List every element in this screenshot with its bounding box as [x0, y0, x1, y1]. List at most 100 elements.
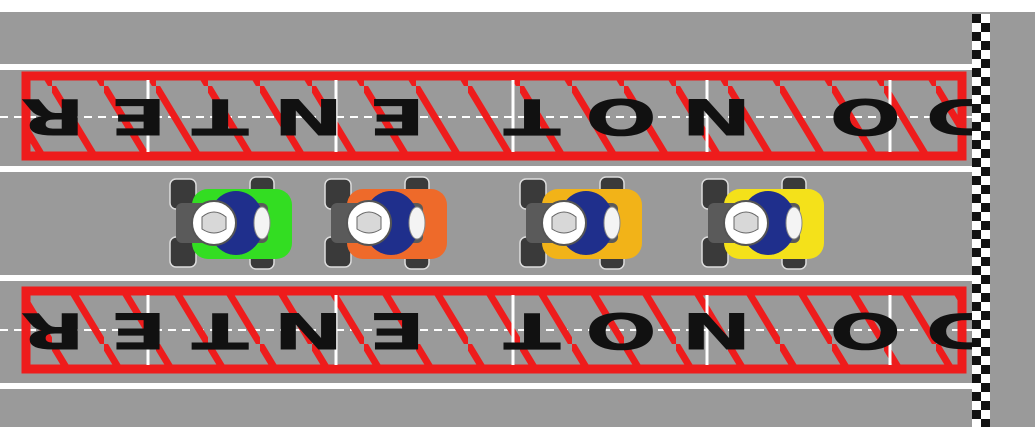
checker-square — [981, 392, 990, 401]
checker-square — [981, 365, 990, 374]
helmet-visor — [357, 212, 381, 233]
checker-square — [981, 212, 990, 221]
checker-square — [972, 284, 981, 293]
checker-square — [981, 140, 990, 149]
checker-square — [981, 14, 990, 23]
checker-square — [981, 68, 990, 77]
checker-square — [972, 122, 981, 131]
checker-square — [972, 203, 981, 212]
checker-square — [981, 131, 990, 140]
checker-square — [972, 374, 981, 383]
checker-square — [972, 95, 981, 104]
checker-square — [972, 104, 981, 113]
checker-square — [981, 293, 990, 302]
checker-square — [972, 365, 981, 374]
checker-square — [972, 77, 981, 86]
checker-square — [981, 194, 990, 203]
kart — [520, 177, 642, 269]
checker-square — [981, 149, 990, 158]
lane-edge-right — [990, 12, 1035, 427]
checker-square — [972, 140, 981, 149]
checker-square — [972, 356, 981, 365]
checker-square — [981, 185, 990, 194]
kart — [170, 177, 292, 269]
steering-wheel — [254, 207, 270, 239]
checker-square — [972, 212, 981, 221]
finish-line — [972, 14, 990, 427]
checker-square — [981, 23, 990, 32]
checker-square — [972, 230, 981, 239]
checker-square — [972, 59, 981, 68]
helmet-visor — [202, 212, 226, 233]
checker-square — [972, 347, 981, 356]
checker-square — [981, 374, 990, 383]
top-border — [0, 0, 1035, 12]
checker-square — [981, 158, 990, 167]
checker-square — [981, 32, 990, 41]
checker-square — [981, 77, 990, 86]
checker-square — [972, 68, 981, 77]
checker-square — [981, 410, 990, 419]
checker-square — [972, 239, 981, 248]
checker-square — [981, 383, 990, 392]
checker-square — [972, 23, 981, 32]
checker-square — [981, 329, 990, 338]
checker-square — [981, 284, 990, 293]
checker-square — [981, 176, 990, 185]
checker-square — [972, 221, 981, 230]
checker-square — [972, 113, 981, 122]
zone-warning-text: DO NOT ENTER — [0, 301, 996, 359]
checker-square — [972, 383, 981, 392]
checker-square — [981, 257, 990, 266]
checker-square — [981, 86, 990, 95]
checker-square — [972, 311, 981, 320]
steering-wheel — [409, 207, 425, 239]
checker-square — [981, 41, 990, 50]
steering-wheel — [786, 207, 802, 239]
checker-square — [981, 356, 990, 365]
checker-square — [972, 131, 981, 140]
checker-square — [981, 401, 990, 410]
checker-square — [972, 392, 981, 401]
checker-square — [981, 167, 990, 176]
checker-square — [981, 50, 990, 59]
checker-square — [981, 113, 990, 122]
kart — [325, 177, 447, 269]
lane-line — [0, 275, 975, 281]
checker-square — [972, 338, 981, 347]
checker-square — [972, 14, 981, 23]
helmet-visor — [552, 212, 576, 233]
checker-square — [972, 248, 981, 257]
kart — [702, 177, 824, 269]
checker-square — [981, 203, 990, 212]
checker-square — [981, 266, 990, 275]
checker-square — [981, 95, 990, 104]
checker-square — [981, 239, 990, 248]
checker-square — [981, 302, 990, 311]
steering-wheel — [604, 207, 620, 239]
checker-square — [981, 311, 990, 320]
checker-square — [972, 302, 981, 311]
checker-square — [972, 293, 981, 302]
checker-square — [972, 41, 981, 50]
checker-square — [972, 50, 981, 59]
checker-square — [972, 167, 981, 176]
checker-square — [972, 275, 981, 284]
checker-square — [972, 266, 981, 275]
no-entry-zone-bottom: DO NOT ENTER — [0, 287, 996, 373]
checker-square — [981, 122, 990, 131]
checker-square — [972, 410, 981, 419]
checker-square — [972, 329, 981, 338]
checker-square — [972, 194, 981, 203]
checker-square — [972, 86, 981, 95]
checker-square — [981, 320, 990, 329]
checker-square — [972, 185, 981, 194]
checker-square — [972, 158, 981, 167]
checker-square — [981, 221, 990, 230]
checker-square — [972, 32, 981, 41]
checker-square — [972, 149, 981, 158]
checker-square — [981, 419, 990, 427]
lane-line — [0, 383, 975, 389]
lane-line — [0, 166, 975, 172]
